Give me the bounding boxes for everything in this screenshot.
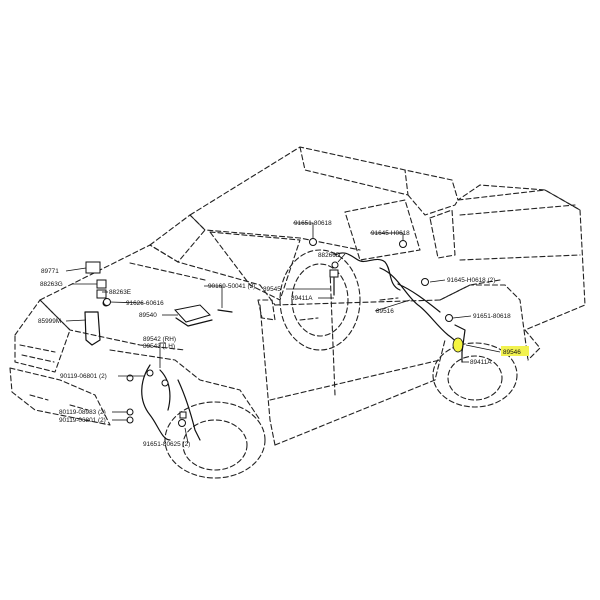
label-88263E: 88263E [109,289,131,296]
label-91651a: 91651-80618 [294,220,332,227]
label-88266: 88266D [318,252,341,259]
label-89545: 89545 [263,286,281,293]
label-89516: 89516 [376,308,394,315]
label-90119a: 90119-06801 (2) [60,373,107,380]
control-unit-box [85,261,101,274]
label-89543: 89543 (LH) [143,343,175,350]
rear-sensor-89546 [452,337,464,353]
label-89411b: 89411A [470,359,492,366]
abs-parts [84,252,466,441]
label-89771: 89771 [41,268,59,275]
clip-markers [103,238,453,427]
label-89540: 89540 [139,312,157,319]
leader-lines [65,222,501,444]
label-89546: 89546 [503,349,521,356]
label-90169: 90169-50041 (2) [208,283,255,290]
truck-outline [9,146,586,446]
label-90119b: 90119-06801 (2) [59,417,106,424]
label-91645a: 91645-H0618 [371,230,410,237]
label-88263G: 88263G [40,281,63,288]
label-91651b: 91651-80618 [473,313,511,320]
label-91651c: 91651-80625 (2) [143,441,190,448]
label-89542: 89542 (RH) [143,336,176,343]
label-91645b: 91645-H0618 (2) [447,277,495,284]
part-labels: 89771 88263G 88263E 91626-60616 85999M 9… [38,220,521,448]
label-85999M: 85999M [38,318,61,325]
wheels [164,249,518,479]
label-89411a: 89411A [291,295,313,302]
label-91626: 91626-60616 [126,300,164,307]
highlight-89546 [501,346,529,356]
label-80119: 80119-08983 (2) [59,409,106,416]
